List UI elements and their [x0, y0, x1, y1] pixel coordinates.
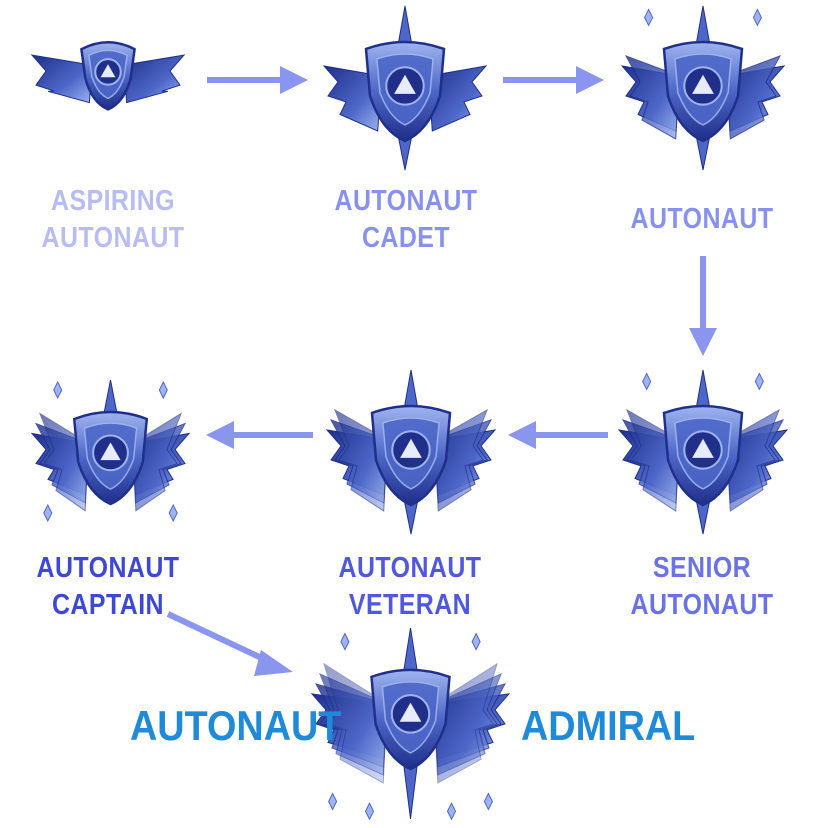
rank-label-line1: AUTONAUT	[36, 552, 180, 584]
rank-label-autonaut-cadet: AUTONAUT CADET	[329, 183, 484, 257]
rank-badge-tier6-icon	[28, 378, 193, 528]
rank-label-aspiring-autonaut: ASPIRING AUTONAUT	[36, 183, 191, 257]
arrow-autonaut-to-senior	[689, 256, 717, 356]
arrow-senior-to-veteran	[508, 421, 608, 449]
rank-label-autonaut-captain: AUTONAUT CAPTAIN	[31, 550, 186, 624]
arrow-veteran-to-captain	[206, 421, 313, 449]
rank-label-line2: AUTONAUT	[41, 222, 185, 254]
rank-label-line1: AUTONAUT	[334, 185, 478, 217]
rank-badge-tier5-icon	[323, 368, 499, 536]
rank-badge-admiral-icon	[308, 626, 513, 821]
rank-badge-tier1-icon	[28, 28, 188, 138]
rank-label-line1: SENIOR	[652, 552, 752, 584]
arrow-aspiring-to-cadet	[207, 66, 308, 94]
final-rank-word-right: ADMIRAL	[521, 702, 696, 749]
rank-label-line1: ASPIRING	[50, 185, 176, 217]
rank-label-senior-autonaut: SENIOR AUTONAUT	[625, 550, 780, 624]
rank-label-line2: AUTONAUT	[630, 589, 774, 621]
rank-badge-tier3-icon	[618, 4, 788, 172]
rank-label-line2: CADET	[361, 222, 451, 254]
arrow-captain-to-admiral	[166, 611, 293, 676]
rank-badge-tier2-icon	[320, 4, 490, 172]
rank-badge-tier4-icon	[615, 368, 791, 536]
rank-label-line2: VETERAN	[348, 589, 472, 621]
rank-label-line1: AUTONAUT	[338, 552, 482, 584]
final-rank-word-left: AUTONAUT	[130, 702, 342, 749]
rank-label-autonaut: AUTONAUT	[625, 201, 780, 238]
rank-label-line2: CAPTAIN	[51, 589, 164, 621]
rank-label-autonaut-veteran: AUTONAUT VETERAN	[333, 550, 488, 624]
arrow-cadet-to-autonaut	[503, 66, 604, 94]
rank-label-line1: AUTONAUT	[630, 203, 774, 235]
